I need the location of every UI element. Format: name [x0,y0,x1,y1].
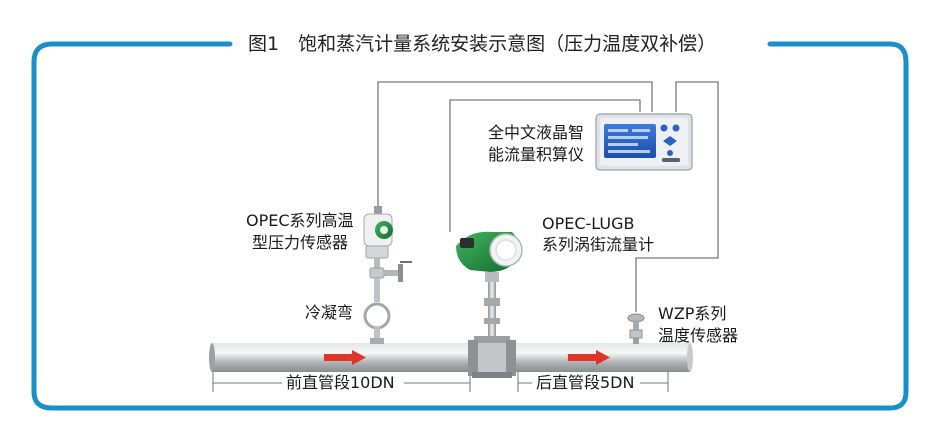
temperature-sensor-label-line1: WZP系列 [658,304,727,323]
signal-wires [377,81,719,312]
wire-pressure [377,81,653,208]
diagram-title: 图1 饱和蒸汽计量系统安装示意图（压力温度双补偿） [234,30,731,58]
pressure-sensor-label-line1: OPEC系列高温 [246,211,354,230]
wire-flowmeter [449,99,641,232]
lcd-integrator-icon [595,113,693,171]
upstream-length-label: 前直管段10DN [286,373,395,392]
main-pipe [212,343,690,372]
downstream-length-label: 后直管段5DN [536,373,635,392]
wire-temperature [635,81,719,312]
integrator-label-line1: 全中文液晶智 [488,123,585,142]
temperature-sensor-icon [627,313,645,344]
pressure-transmitter-icon [363,206,412,302]
flowmeter-label-line2: 系列涡街流量计 [542,235,655,254]
pipe-end-left [209,343,215,372]
flowmeter-label-line1: OPEC-LUGB [542,214,635,233]
outer-frame [31,41,909,411]
dimension-lines [212,372,669,392]
condenser-label: 冷凝弯 [305,303,354,322]
pressure-sensor-label-line2: 型压力传感器 [252,233,349,252]
flow-arrow-left [324,350,366,365]
condenser-coil-icon [363,302,391,344]
temperature-sensor-label-line2: 温度传感器 [658,326,739,345]
flow-arrow-right [568,350,610,365]
integrator-label-line2: 能流量积算仪 [488,145,585,164]
vortex-flowmeter-icon [456,231,523,378]
pipe-end-right [687,343,693,372]
